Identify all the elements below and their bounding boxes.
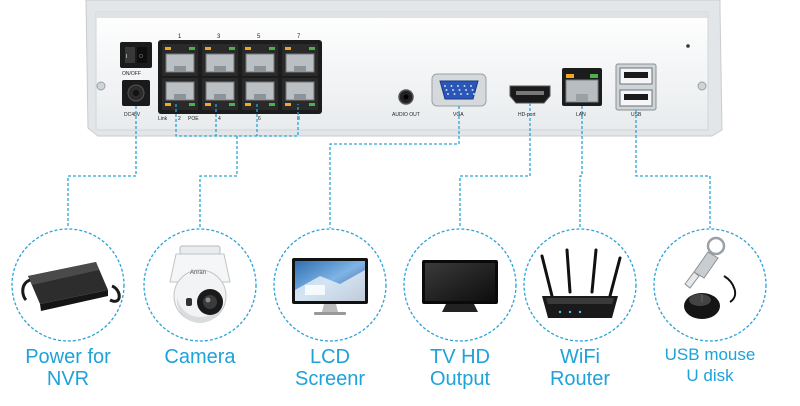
vga-pin [463,85,466,87]
vga-pin [457,85,459,87]
vga-label: VGA [453,112,464,118]
poe-port[interactable] [202,78,238,110]
screw-icon [697,81,707,91]
vga-pin [458,89,461,91]
caption-wifi: WiFi Router [515,346,645,390]
lcd-monitor-icon [292,258,368,315]
vga-pin [444,85,446,87]
caption-camera-line1: Camera [164,346,236,368]
vga-pin [460,93,462,95]
usb-mouse-disk-icon [684,236,737,319]
vga-pin [452,89,454,91]
link-label: Link [158,116,168,122]
power-adapter-icon [21,262,121,311]
poe-port[interactable] [202,44,238,76]
port-number-3: 3 [217,34,221,40]
poe-port[interactable] [282,44,318,76]
connection-lines [67,103,711,228]
poe-ports [158,40,322,114]
vga-pin [473,93,475,95]
vga-pin [465,89,467,91]
vga-pin [466,93,469,95]
usb-ports[interactable] [615,63,657,111]
hdmi-port[interactable] [509,85,551,104]
screw-icon [96,81,106,91]
caption-tv-line1: TV HD [430,346,490,368]
port-number-1: 1 [178,34,182,40]
svg-text:I: I [126,54,127,60]
poe-port[interactable] [242,44,278,76]
poe-label: POE [188,116,199,122]
audio-out-label: AUDIO OUT [392,112,420,118]
caption-lcd-line1: LCD [309,346,350,368]
power-switch-label: ON/OFF [122,71,141,77]
poe-port[interactable] [242,78,278,110]
port-number-7: 7 [297,34,301,40]
audio-out-port[interactable] [398,89,414,105]
poe-port[interactable] [282,78,318,110]
caption-camera: Camera [135,346,265,368]
ptz-camera-icon: Anran [169,245,231,323]
vga-pin [470,85,472,87]
caption-usb-line1: USB mouse [664,345,756,364]
vga-pin [471,89,474,91]
port-number-6: 6 [258,116,261,122]
caption-tv: TV HD Output [395,346,525,390]
vga-pin [453,93,456,95]
poe-port[interactable] [162,44,198,76]
caption-power-line2: NVR [46,368,90,390]
hdmi-label: HD-port [518,112,536,118]
power-switch[interactable]: I O [120,42,152,68]
svg-text:O: O [139,54,143,60]
tv-icon [422,260,498,312]
device-circles [11,228,767,342]
indicator-hole [686,44,690,48]
vga-port[interactable] [431,73,487,107]
port-number-5: 5 [257,34,261,40]
dc-power-jack[interactable] [122,80,150,106]
caption-usb: USB mouse U disk [645,344,775,386]
caption-power: Power for NVR [3,346,133,390]
nvr-rear-panel: I O ON/OFF DC48V 1 3 5 7 Link 2 POE 4 6 … [85,0,723,137]
caption-tv-line2: Output [429,368,491,390]
caption-usb-line2: U disk [686,366,734,385]
wifi-router-icon [540,248,622,318]
vga-pin [445,89,448,91]
caption-wifi-line1: WiFi [560,346,600,368]
caption-lcd: LCD Screenr [265,346,395,390]
caption-power-line1: Power for [25,346,111,368]
circle-wifi [523,228,637,342]
circle-usb [653,228,767,342]
dc-jack-label: DC48V [124,112,141,118]
port-number-4: 4 [218,116,221,122]
caption-lcd-line2: Screenr [294,368,366,390]
lan-label: LAN [576,112,586,118]
vga-pin [447,93,449,95]
vga-pin [450,85,453,87]
port-number-2: 2 [178,116,181,122]
lan-port[interactable] [562,68,602,106]
caption-wifi-line2: Router [549,368,611,390]
camera-brand: Anran [190,270,206,276]
poe-port[interactable] [162,78,198,110]
